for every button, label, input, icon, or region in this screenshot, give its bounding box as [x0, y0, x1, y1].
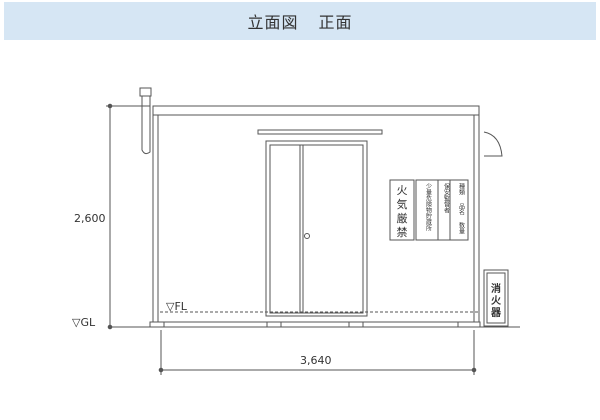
info-sign-col-name: 品名 — [458, 203, 465, 216]
info-sign-col-supervisor: 保安監督者 — [443, 182, 450, 214]
foot-door-right — [348, 321, 364, 328]
fire-sign-char-1: 火 — [397, 184, 408, 197]
extinguisher-char-2: 火 — [491, 295, 502, 307]
fire-sign-char-2: 気 — [397, 197, 408, 211]
extinguisher-char-3: 器 — [490, 307, 502, 319]
page-header: 立面図 正面 — [4, 2, 596, 40]
vent-cap — [139, 87, 152, 97]
fl-marker: ▽FL — [166, 300, 188, 313]
extinguisher-char-1: 消 — [491, 282, 501, 295]
building-outline — [152, 105, 480, 323]
view-title: 立面図 — [247, 13, 299, 32]
door-handle — [304, 233, 310, 239]
foot-left — [149, 321, 165, 328]
vent-pipe — [141, 96, 151, 155]
view-subtitle: 正面 — [318, 13, 353, 32]
awning — [257, 129, 383, 135]
door-panel — [269, 144, 364, 314]
height-dimension-label: 2,600 — [74, 212, 106, 225]
foot-right — [457, 321, 481, 328]
fire-sign-char-4: 禁 — [397, 226, 408, 239]
door-frame — [265, 140, 368, 317]
info-sign-col-qty: 数量 — [458, 221, 465, 235]
info-sign-board — [415, 179, 469, 241]
width-dimension-label: 3,640 — [300, 354, 332, 367]
info-sign-col-facility: 少量危険物貯蔵所 — [425, 183, 432, 232]
fire-sign-board — [389, 179, 415, 241]
hood-light — [483, 131, 503, 157]
info-sign-col-type: 種類 — [458, 182, 465, 196]
extinguisher-box — [483, 269, 509, 327]
foot-door-left — [266, 321, 282, 328]
fire-sign-char-3: 厳 — [397, 211, 408, 225]
gl-marker: ▽GL — [72, 316, 96, 329]
